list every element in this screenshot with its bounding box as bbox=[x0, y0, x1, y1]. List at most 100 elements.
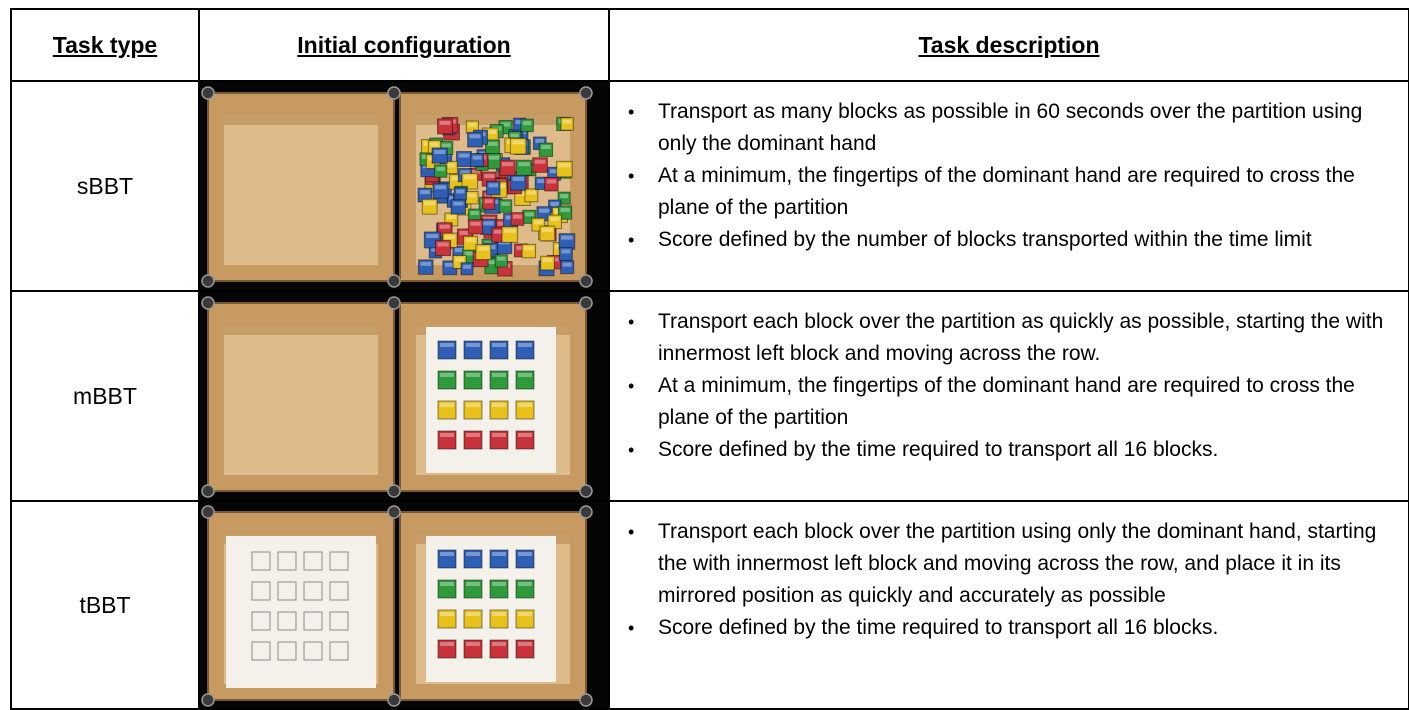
wooden-block bbox=[515, 549, 535, 569]
bullet-item: Score defined by the number of blocks tr… bbox=[624, 224, 1388, 256]
screw-bolt bbox=[579, 693, 593, 707]
block-highlight bbox=[518, 343, 532, 347]
block-highlight bbox=[447, 163, 456, 168]
left-compartment-inner-shadow bbox=[224, 115, 378, 125]
wooden-block bbox=[547, 214, 562, 230]
bullet-item: At a minimum, the fingertips of the domi… bbox=[624, 370, 1388, 434]
block-highlight bbox=[492, 552, 506, 556]
wooden-block bbox=[470, 153, 485, 168]
box-photo-grid-and-template bbox=[201, 505, 593, 707]
wooden-block bbox=[557, 205, 573, 220]
block-highlight bbox=[537, 179, 546, 184]
block-highlight bbox=[550, 201, 559, 206]
block-highlight bbox=[516, 245, 526, 250]
right-compartment-inner-shadow bbox=[416, 115, 570, 125]
box-photo-block-grid bbox=[201, 296, 593, 498]
block-highlight bbox=[466, 582, 480, 586]
block-highlight bbox=[546, 179, 557, 184]
block-highlight bbox=[493, 229, 505, 234]
screw-bolt bbox=[201, 484, 215, 498]
bullet-list: Transport each block over the partition … bbox=[624, 516, 1388, 644]
block-highlight bbox=[518, 552, 532, 556]
block-highlight bbox=[518, 373, 532, 377]
block-highlight bbox=[453, 201, 464, 206]
wooden-block bbox=[463, 639, 483, 659]
block-highlight bbox=[420, 190, 430, 195]
block-highlight bbox=[467, 193, 477, 198]
wooden-block bbox=[556, 160, 573, 178]
wooden-block bbox=[437, 430, 457, 450]
wooden-block bbox=[532, 157, 548, 173]
screw-bolt bbox=[387, 296, 401, 310]
wooden-block bbox=[437, 370, 457, 390]
block-highlight bbox=[518, 582, 532, 586]
block-highlight bbox=[440, 552, 454, 556]
block-highlight bbox=[516, 191, 529, 196]
block-highlight bbox=[515, 120, 524, 125]
bullet-item: Score defined by the time required to tr… bbox=[624, 434, 1388, 466]
block-highlight bbox=[426, 233, 439, 238]
block-highlight bbox=[440, 433, 454, 437]
block-highlight bbox=[469, 134, 481, 139]
left-compartment-floor bbox=[224, 115, 378, 265]
wooden-block bbox=[486, 180, 501, 196]
screw-bolt bbox=[387, 693, 401, 707]
wooden-block bbox=[509, 137, 527, 155]
wooden-block bbox=[510, 212, 525, 226]
wooden-block bbox=[453, 187, 467, 201]
bullet-item: Transport each block over the partition … bbox=[624, 306, 1388, 370]
block-highlight bbox=[466, 642, 480, 646]
table-row: mBBT Transport each block over the parti… bbox=[10, 290, 1409, 502]
wooden-block bbox=[434, 239, 452, 257]
wooden-block bbox=[463, 370, 483, 390]
block-highlight bbox=[439, 120, 451, 125]
template-square bbox=[277, 641, 297, 661]
configuration-photo-cell bbox=[198, 290, 610, 502]
wooden-block bbox=[463, 609, 483, 629]
wooden-block bbox=[463, 430, 483, 450]
template-square bbox=[303, 581, 323, 601]
wooden-block bbox=[539, 225, 556, 242]
wooden-block bbox=[515, 400, 535, 420]
wooden-block bbox=[515, 370, 535, 390]
block-highlight bbox=[492, 221, 504, 226]
block-highlight bbox=[440, 612, 454, 616]
template-square bbox=[329, 641, 349, 661]
block-highlight bbox=[440, 373, 454, 377]
template-square bbox=[303, 611, 323, 631]
block-highlight bbox=[518, 162, 530, 167]
bullet-list: Transport as many blocks as possible in … bbox=[624, 96, 1388, 256]
wooden-block bbox=[437, 340, 457, 360]
wooden-block bbox=[437, 400, 457, 420]
block-highlight bbox=[518, 403, 532, 407]
block-highlight bbox=[518, 433, 532, 437]
block-highlight bbox=[460, 170, 470, 175]
header-task-type: Task type bbox=[10, 8, 200, 82]
template-square bbox=[329, 551, 349, 571]
template-square bbox=[251, 551, 271, 571]
header-initial-configuration: Initial configuration bbox=[198, 8, 610, 82]
wooden-block bbox=[418, 259, 434, 275]
block-highlight bbox=[484, 130, 497, 135]
wooden-block bbox=[463, 579, 483, 599]
block-highlight bbox=[518, 612, 532, 616]
wooden-block bbox=[544, 176, 559, 192]
wooden-block bbox=[463, 340, 483, 360]
wooden-block bbox=[467, 131, 483, 148]
block-highlight bbox=[524, 212, 534, 217]
block-highlight bbox=[522, 121, 532, 126]
wooden-block bbox=[557, 191, 571, 205]
task-description-cell: Transport each block over the partition … bbox=[608, 290, 1409, 502]
block-highlight bbox=[492, 403, 506, 407]
template-square bbox=[277, 551, 297, 571]
block-highlight bbox=[466, 612, 480, 616]
screw-bolt bbox=[579, 484, 593, 498]
table-row: sBBT Transport as many blocks as possibl… bbox=[10, 80, 1409, 292]
block-highlight bbox=[435, 185, 447, 190]
wooden-block bbox=[524, 188, 539, 203]
block-highlight bbox=[512, 140, 525, 145]
task-description-cell: Transport each block over the partition … bbox=[608, 500, 1409, 710]
bullet-item: Transport each block over the partition … bbox=[624, 516, 1388, 612]
wooden-block bbox=[558, 246, 573, 261]
wooden-block bbox=[463, 400, 483, 420]
